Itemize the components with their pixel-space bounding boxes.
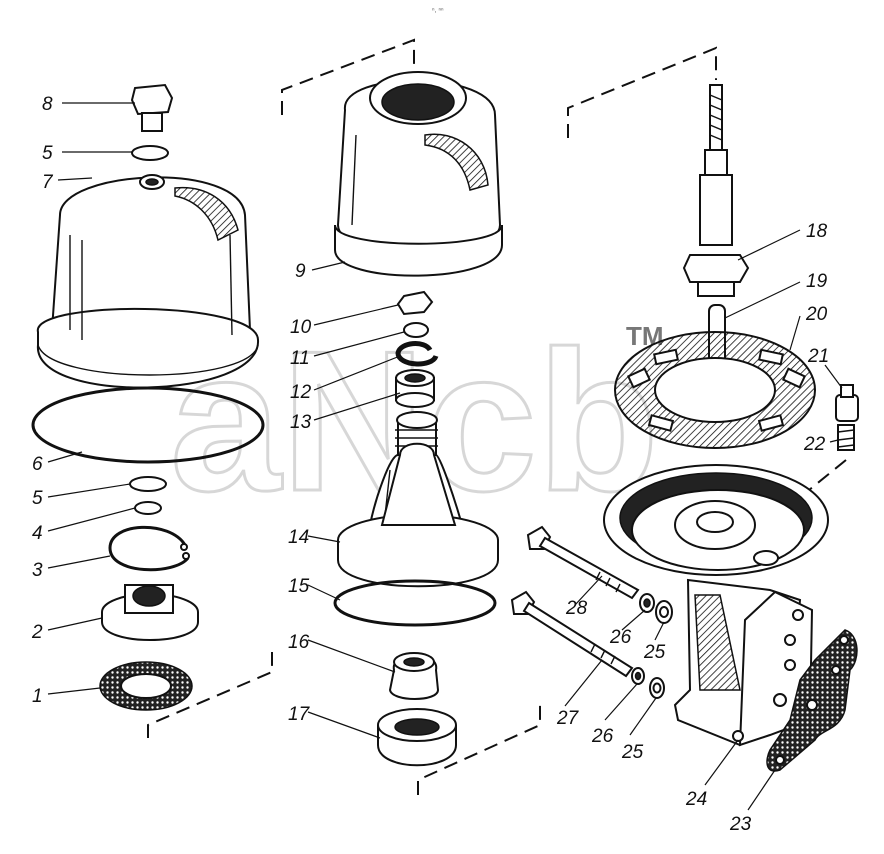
label-2: 2 bbox=[31, 622, 43, 643]
label-8: 8 bbox=[42, 94, 53, 115]
label-4: 4 bbox=[32, 523, 43, 544]
part-18-axle bbox=[682, 84, 750, 297]
part-24-base-bracket bbox=[603, 464, 829, 747]
part-5-washer-bottom bbox=[129, 476, 167, 492]
label-27: 27 bbox=[556, 708, 580, 729]
part-9-rotor-cap bbox=[334, 71, 503, 277]
label-16: 16 bbox=[288, 632, 310, 653]
part-22-spring bbox=[837, 424, 855, 451]
part-27-bolt bbox=[510, 590, 634, 678]
label-21: 21 bbox=[807, 346, 829, 367]
part-17-bushing bbox=[377, 708, 457, 767]
part-8-bolt bbox=[130, 83, 174, 132]
part-11-washer bbox=[403, 322, 429, 338]
label-18: 18 bbox=[806, 221, 828, 242]
part-4-washer bbox=[134, 501, 162, 515]
label-15: 15 bbox=[288, 576, 310, 597]
part-7-housing-cover bbox=[36, 174, 260, 389]
label-19: 19 bbox=[806, 271, 828, 292]
part-3-snap-ring bbox=[108, 525, 190, 572]
label-22: 22 bbox=[803, 434, 826, 455]
label-7: 7 bbox=[42, 172, 54, 193]
part-15-o-ring bbox=[333, 579, 497, 627]
label-5: 5 bbox=[32, 488, 43, 509]
label-20: 20 bbox=[805, 304, 828, 325]
part-1-filter-gasket bbox=[99, 661, 193, 711]
part-26-washers bbox=[631, 593, 655, 685]
label-26: 26 bbox=[591, 726, 614, 747]
label-17: 17 bbox=[288, 704, 311, 725]
leader-lines bbox=[47, 102, 843, 811]
part-25-washers bbox=[649, 600, 673, 699]
part-23-flange-gasket bbox=[766, 629, 858, 772]
part-12-lock-washer bbox=[395, 341, 439, 367]
callout-labels: 8 5 7 6 5 4 3 2 1 9 10 11 12 13 14 15 16… bbox=[31, 94, 829, 835]
label-14: 14 bbox=[288, 527, 309, 548]
label-10: 10 bbox=[290, 317, 312, 338]
label-3: 3 bbox=[32, 560, 43, 581]
part-5-washer-top bbox=[131, 145, 169, 161]
part-21-plug bbox=[835, 384, 859, 422]
part-20-screen-plate bbox=[614, 331, 816, 449]
label-1: 1 bbox=[32, 686, 43, 707]
label-12: 12 bbox=[290, 382, 312, 403]
label-11: 11 bbox=[290, 348, 310, 369]
part-10-nut bbox=[396, 290, 434, 316]
label-5: 5 bbox=[42, 143, 53, 164]
part-13-bearing bbox=[395, 369, 435, 408]
part-28-bolt-long bbox=[526, 525, 640, 600]
label-26: 26 bbox=[609, 627, 632, 648]
label-13: 13 bbox=[290, 412, 312, 433]
label-25: 25 bbox=[643, 642, 666, 663]
label-9: 9 bbox=[295, 261, 306, 282]
label-23: 23 bbox=[729, 814, 752, 835]
part-16-nozzle bbox=[388, 652, 440, 700]
label-25: 25 bbox=[621, 742, 644, 763]
part-14-rotor-body bbox=[337, 411, 499, 588]
part-6-o-ring bbox=[31, 386, 265, 464]
header-note: ⁿ, ⁿⁿ bbox=[432, 7, 444, 14]
label-24: 24 bbox=[685, 789, 707, 810]
label-28: 28 bbox=[565, 598, 588, 619]
part-2-valve-body bbox=[101, 584, 199, 641]
label-6: 6 bbox=[32, 454, 43, 475]
